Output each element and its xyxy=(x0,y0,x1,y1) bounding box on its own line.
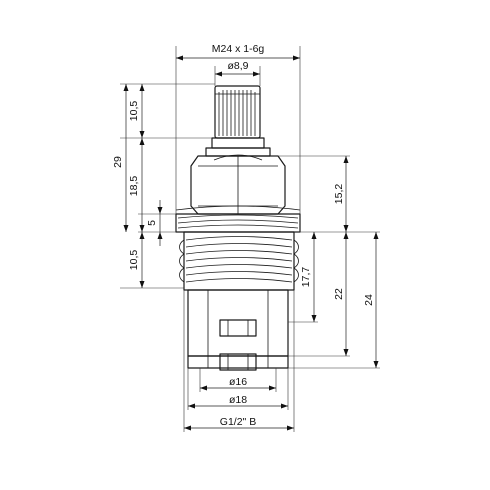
label-dia-18: ø18 xyxy=(229,394,247,406)
label-h-24: 24 xyxy=(363,294,375,306)
lower-thread xyxy=(179,231,299,291)
dimension-labels: M24 x 1-6g ø8,9 10,5 29 18,5 5 10,5 15,2… xyxy=(112,43,375,428)
label-h-29: 29 xyxy=(112,156,124,168)
label-h-18-5: 18,5 xyxy=(128,176,140,197)
label-dia-16: ø16 xyxy=(229,376,247,388)
label-h-22: 22 xyxy=(333,288,345,300)
dimension-lines xyxy=(123,55,379,431)
label-h-10-5-bottom: 10,5 xyxy=(128,250,140,271)
label-spline-dia: ø8,9 xyxy=(227,60,248,72)
label-thread-bottom: G1/2" B xyxy=(220,416,256,428)
label-h-15-2: 15,2 xyxy=(333,184,345,205)
label-h-5: 5 xyxy=(146,220,158,226)
spindle-collar xyxy=(205,137,271,157)
label-thread-top: M24 x 1-6g xyxy=(212,43,265,55)
label-h-17-7: 17,7 xyxy=(300,267,312,288)
cartridge-body xyxy=(175,85,301,371)
extension-lines xyxy=(120,46,380,432)
splined-spindle xyxy=(214,85,261,139)
label-h-10-5-top: 10,5 xyxy=(128,101,140,122)
hex-nut xyxy=(190,154,286,215)
lower-body xyxy=(187,289,289,371)
